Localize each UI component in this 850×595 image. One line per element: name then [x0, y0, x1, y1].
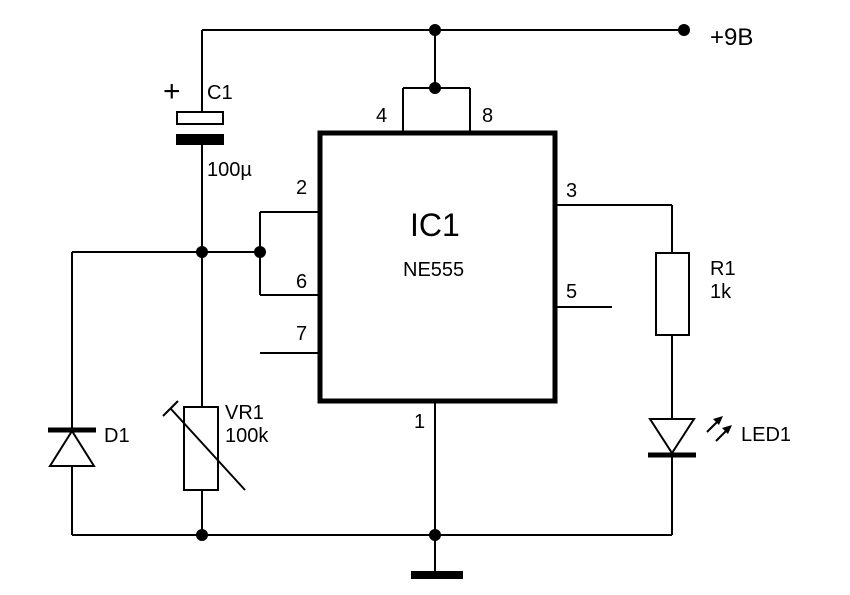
- pin-3-label: 3: [566, 180, 577, 202]
- pin-1-label: 1: [414, 411, 425, 433]
- trimmer-ref: VR1: [225, 402, 264, 424]
- pin-5-label: 5: [566, 281, 577, 303]
- pin-7-label: 7: [296, 323, 307, 345]
- ground-symbol: [411, 571, 463, 579]
- trimmer-adjust-line: [170, 408, 246, 491]
- junction-dot: [429, 82, 441, 94]
- diode-ref: D1: [104, 425, 130, 447]
- capacitor-ref: C1: [207, 82, 233, 104]
- diode-triangle: [48, 429, 96, 467]
- ic-ref: IC1: [410, 207, 460, 243]
- led-led1: LED1: [648, 416, 791, 458]
- pin-6-label: 6: [296, 271, 307, 293]
- supply-rail: +9В: [202, 24, 753, 51]
- led-triangle: [648, 418, 696, 455]
- capacitor-value: 100µ: [207, 159, 252, 181]
- junction-dot: [196, 529, 208, 541]
- trimmer-value: 100k: [225, 425, 269, 447]
- resistor-r1: [655, 252, 690, 336]
- output-branch: R1 1k LED1: [555, 204, 791, 535]
- ic1-chip: IC1 NE555 4 8 2 6 7 3 5 1: [260, 105, 612, 433]
- capacitor-positive-plate: [176, 111, 224, 125]
- capacitor-negative-plate: [176, 134, 224, 145]
- diode-d1: D1: [48, 252, 130, 535]
- junction-dot: [429, 529, 441, 541]
- resistor-ref: R1: [710, 258, 736, 280]
- pins-4-8-connection: [402, 30, 471, 133]
- pin-2-label: 2: [296, 177, 307, 199]
- ground-rail: [72, 401, 672, 579]
- trimmer-body: [183, 406, 219, 491]
- supply-label: +9В: [710, 24, 753, 51]
- ic-body: [317, 130, 558, 404]
- pin-8-label: 8: [482, 105, 493, 127]
- capacitor-c1: + C1 100µ: [163, 30, 252, 252]
- led-ref: LED1: [741, 424, 791, 446]
- trigger-threshold-node: [72, 211, 320, 296]
- resistor-value: 1k: [710, 281, 732, 303]
- capacitor-polarity-mark: +: [163, 75, 181, 108]
- pin-4-label: 4: [376, 105, 387, 127]
- supply-terminal: [678, 24, 690, 36]
- trimmer-vr1: VR1 100k: [162, 252, 269, 535]
- ic-part: NE555: [403, 259, 464, 281]
